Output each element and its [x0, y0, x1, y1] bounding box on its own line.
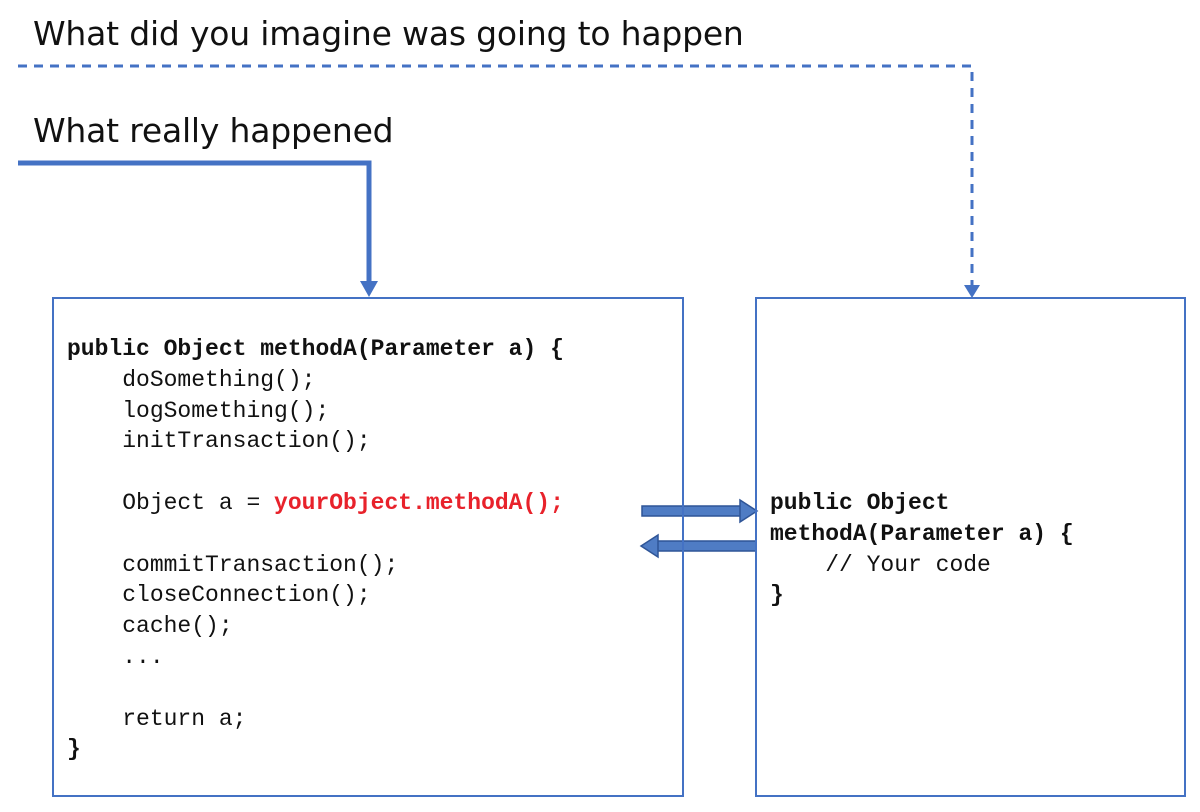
imagined-path-label: What did you imagine was going to happen [33, 14, 744, 53]
your-method-code: public Object methodA(Parameter a) { // … [770, 488, 1074, 611]
your-signature-line2: methodA(Parameter a) { [770, 520, 1074, 547]
imagined-path-connector [18, 64, 980, 298]
close-brace: } [67, 736, 81, 763]
real-path-connector [18, 160, 378, 297]
wrapper-method-box [52, 297, 684, 797]
close-brace: } [770, 582, 784, 609]
return-arrowhead-icon [639, 533, 659, 559]
call-arrowhead-icon [739, 498, 759, 524]
ellipsis-line: ... [122, 643, 164, 670]
real-path-label: What really happened [33, 111, 394, 150]
your-method-box [755, 297, 1186, 797]
call-prefix: Object a = [122, 489, 275, 516]
your-code-comment: // Your code [825, 551, 991, 578]
your-signature-line1: public Object [770, 490, 950, 516]
imagined-arrowhead-icon [964, 285, 980, 298]
wrapper-method-code: public Object methodA(Parameter a) { doS… [67, 334, 564, 765]
code-line: cache(); [122, 613, 233, 640]
code-line: closeConnection(); [122, 582, 371, 609]
real-arrowhead-icon [360, 281, 378, 297]
highlighted-call: yourObject.methodA(); [274, 489, 564, 516]
wrapper-signature: public Object methodA(Parameter a) { [67, 336, 564, 362]
code-line: initTransaction(); [122, 428, 371, 455]
call-arrow [641, 498, 759, 524]
return-line: return a; [122, 705, 247, 732]
code-line: commitTransaction(); [122, 551, 399, 578]
code-line: logSomething(); [122, 397, 330, 424]
code-line: doSomething(); [122, 366, 316, 393]
